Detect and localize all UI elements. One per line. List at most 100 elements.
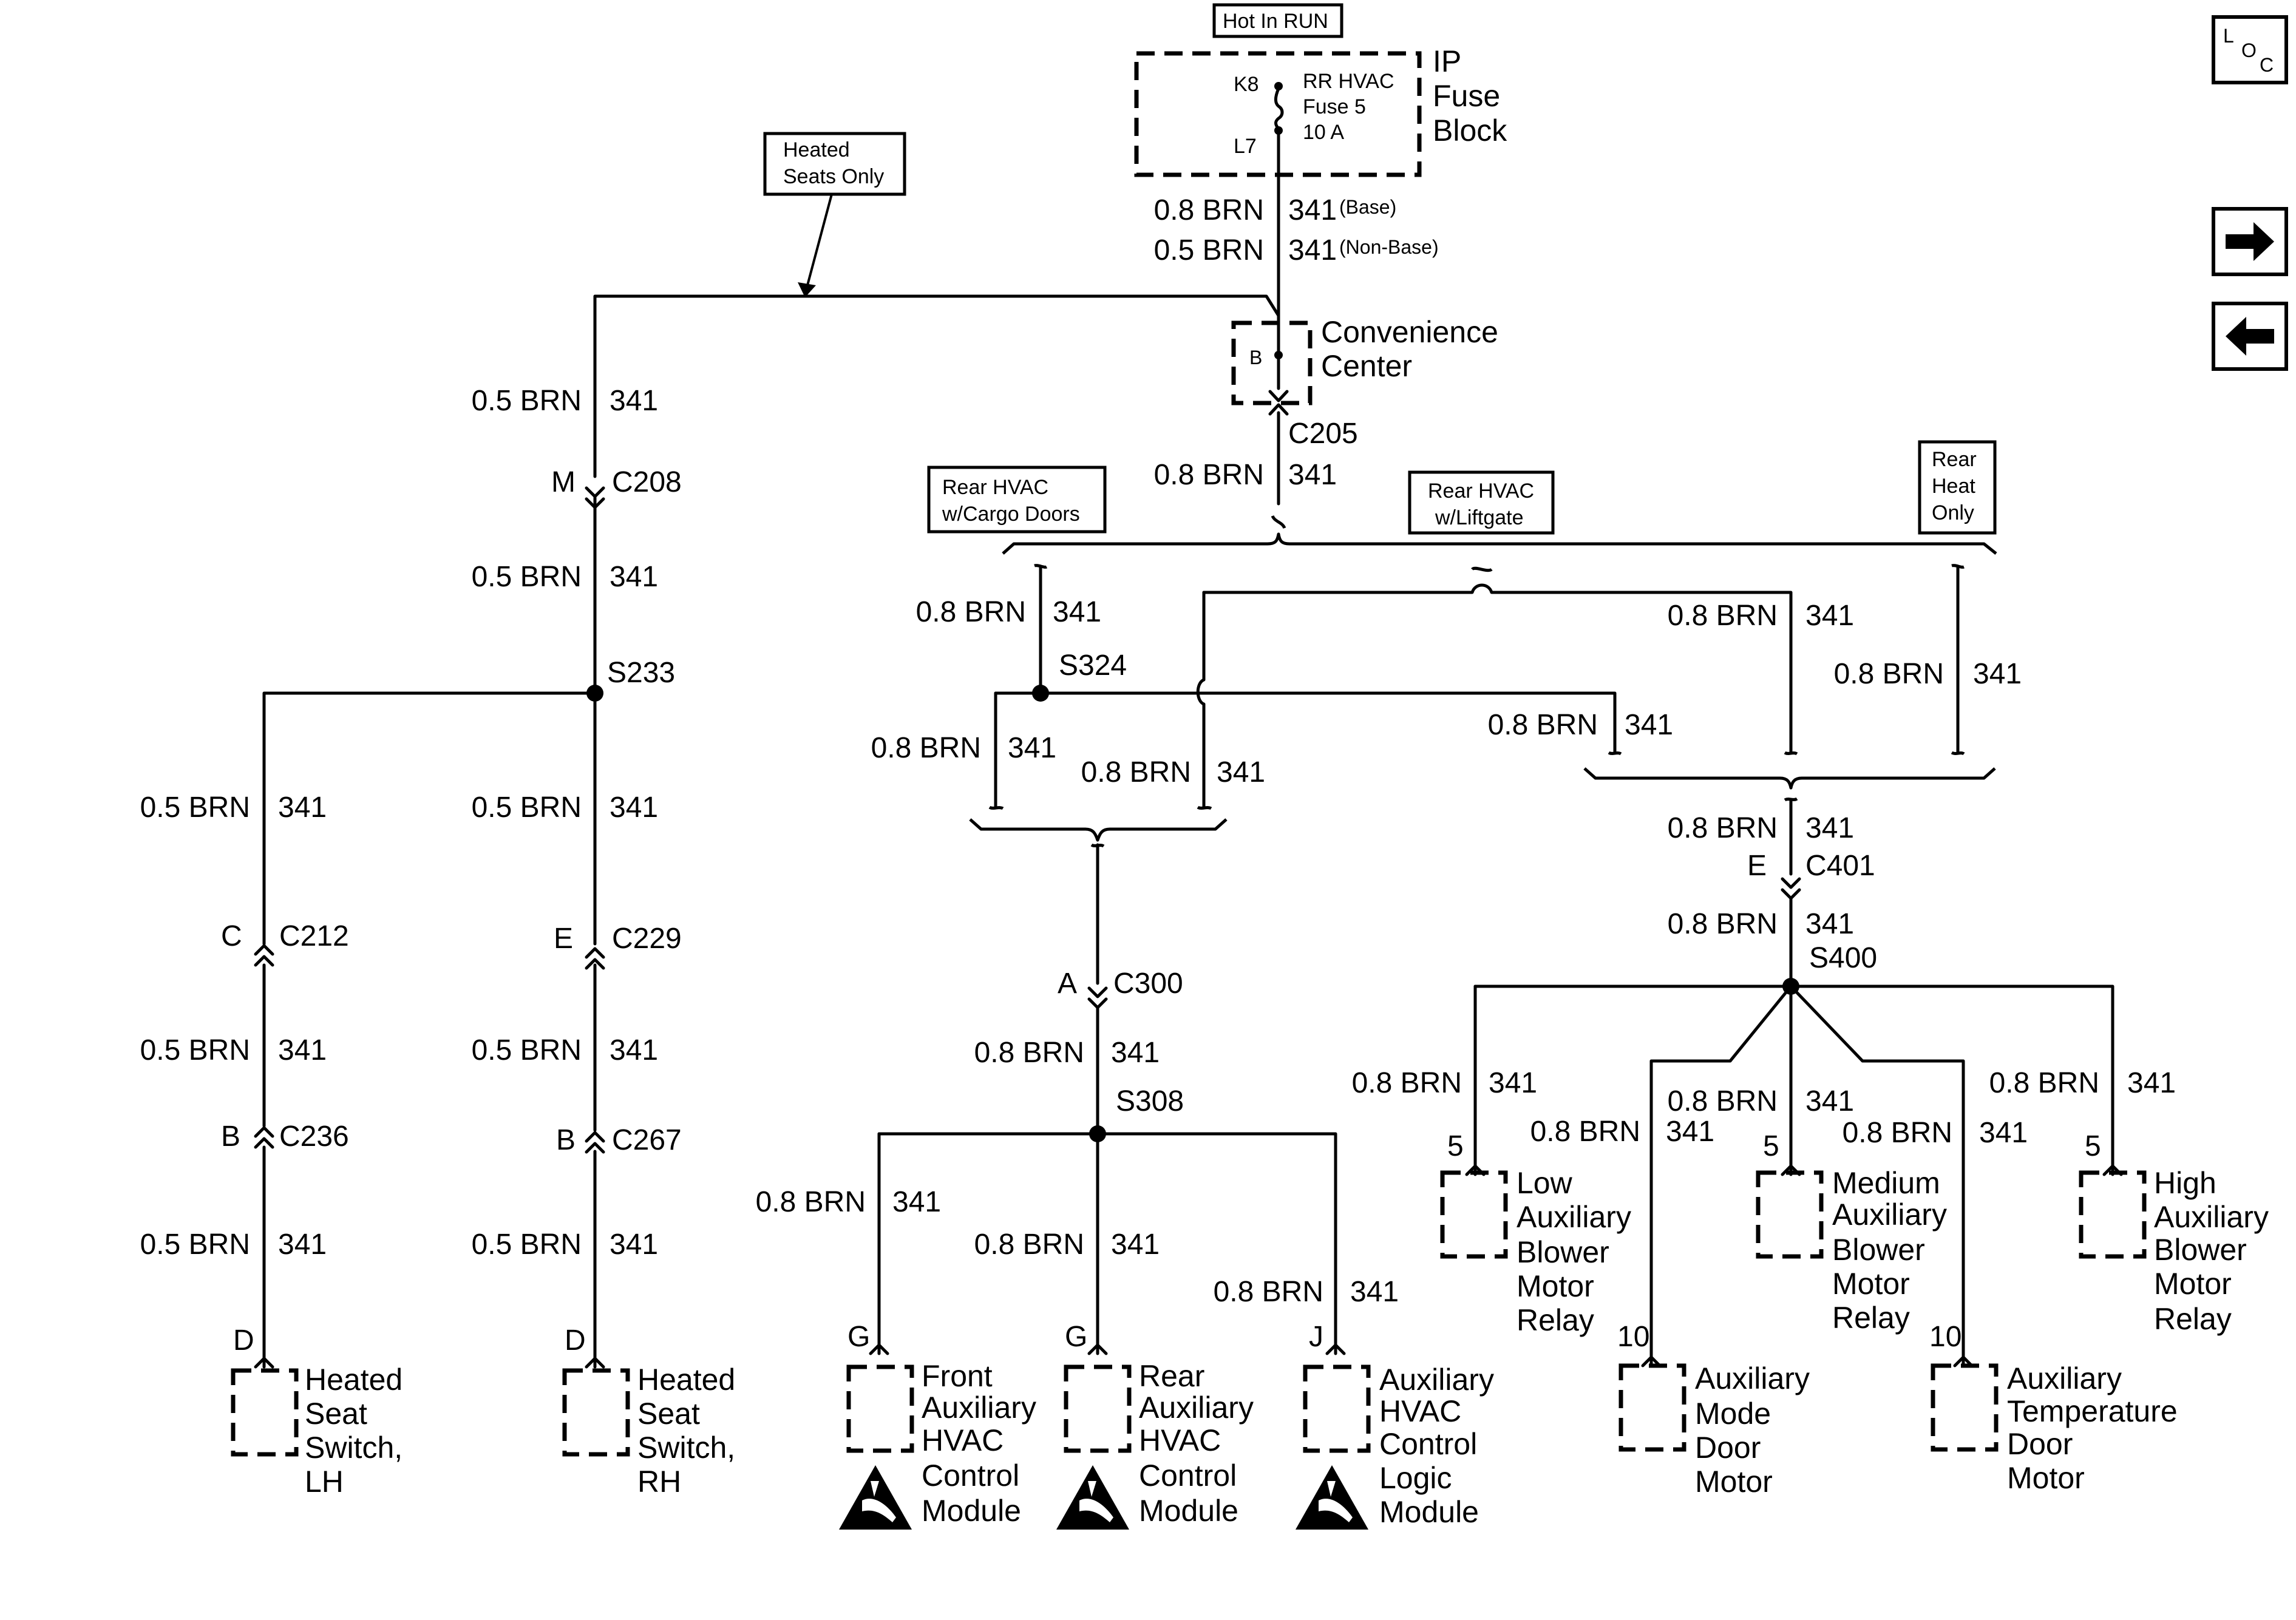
wire-label-circuit: 341 <box>610 791 658 824</box>
wire-label-gauge: 0.5 BRN <box>140 1034 250 1066</box>
temp-door-label: Auxiliary <box>2007 1361 2122 1395</box>
wire-label-circuit: 341 <box>1111 1037 1160 1069</box>
mode-door-label: Door <box>1695 1431 1761 1465</box>
heated-seats-label-2: Seats Only <box>783 165 884 188</box>
fuse-pin-l7: L7 <box>1234 135 1257 158</box>
connector-c401: C401 <box>1805 850 1875 882</box>
seat-lh-label: LH <box>305 1465 344 1499</box>
wire-label-gauge: 0.8 BRN <box>1843 1117 1952 1149</box>
loc-letter-c: C <box>2260 54 2274 76</box>
temp-door-pin: 10 <box>1929 1321 1961 1353</box>
front-aux-label: Control <box>922 1459 1019 1493</box>
wire-label-gauge: 0.8 BRN <box>1989 1067 2099 1099</box>
mode-door-label: Motor <box>1695 1465 1773 1499</box>
loc-button[interactable]: L O C <box>2212 15 2288 84</box>
rear-aux-label: Control <box>1139 1459 1237 1493</box>
connector-c300-pin: A <box>1058 968 1077 1000</box>
rear-aux-module-outline <box>1064 1364 1132 1453</box>
wire-label-circuit: 341 <box>1288 194 1337 226</box>
low-relay-label: Blower <box>1517 1235 1609 1269</box>
wire-label-base: (Base) <box>1339 196 1396 218</box>
wire-label-circuit: 341 <box>278 1229 327 1261</box>
seat-lh-label: Switch, <box>305 1431 402 1465</box>
wire-label-circuit: 341 <box>610 561 658 593</box>
wire-label-gauge: 0.8 BRN <box>1214 1276 1323 1308</box>
temp-door-label: Door <box>2007 1427 2073 1461</box>
esd-icons <box>839 1465 1368 1530</box>
fuse-terminal-l7 <box>1274 126 1283 135</box>
liftgate-label-1: Rear HVAC <box>1428 480 1534 503</box>
wire-gauge-labels: 0.8 BRN 0.5 BRN 0.8 BRN 0.5 BRN 0.5 BRN … <box>140 194 2099 1308</box>
convenience-label-1: Convenience <box>1321 315 1498 349</box>
wire-label-circuit: 341 <box>1288 234 1337 266</box>
wire-label-circuit: 341 <box>1625 709 1673 741</box>
logic-label: Logic <box>1379 1461 1452 1495</box>
front-aux-label: Auxiliary <box>922 1391 1036 1425</box>
mode-door-label: Auxiliary <box>1695 1361 1810 1395</box>
high-relay-label: Motor <box>2154 1267 2232 1301</box>
dashed-boxes <box>231 51 2147 1457</box>
convenience-center-outline <box>1231 320 1313 405</box>
wire-label-circuit: 341 <box>1805 600 1854 632</box>
wire-label-circuit: 341 <box>2127 1067 2176 1099</box>
mode-door-pin: 10 <box>1617 1321 1649 1353</box>
wire-label-circuit: 341 <box>1288 459 1337 491</box>
splice-labels: S233 S324 S308 S400 <box>607 649 1877 1117</box>
low-relay-label: Relay <box>1517 1303 1594 1337</box>
ip-fuse-block-label-2: Fuse <box>1433 79 1500 113</box>
low-relay-label: Auxiliary <box>1517 1200 1631 1234</box>
rear-aux-label: Auxiliary <box>1139 1391 1254 1425</box>
wire-label-gauge: 0.8 BRN <box>1668 908 1778 940</box>
high-relay-label: High <box>2154 1166 2216 1200</box>
fuse-number: Fuse 5 <box>1303 95 1366 118</box>
back-button[interactable] <box>2212 302 2288 371</box>
logic-label: Control <box>1379 1427 1477 1461</box>
wire-label-circuit: 341 <box>1805 908 1854 940</box>
med-relay-pin: 5 <box>1763 1130 1779 1162</box>
ip-fuse-block-label-3: Block <box>1433 114 1507 147</box>
connector-c229: C229 <box>612 923 682 955</box>
high-relay-label: Auxiliary <box>2154 1200 2269 1234</box>
brace-layer <box>969 515 1997 848</box>
wire-label-gauge: 0.8 BRN <box>756 1186 866 1218</box>
rear-heat-label-2: Heat <box>1932 475 1975 498</box>
wire-label-circuit: 341 <box>1805 1085 1854 1117</box>
logic-label: Auxiliary <box>1379 1363 1494 1397</box>
high-relay-label: Relay <box>2154 1302 2232 1336</box>
wire-label-circuit: 341 <box>278 1034 327 1066</box>
wire-label-circuit: 341 <box>1973 658 2022 690</box>
splice-s233: S233 <box>607 657 675 689</box>
high-relay-pin: 5 <box>2085 1130 2101 1162</box>
wire-label-circuit: 341 <box>1979 1117 2028 1149</box>
wire-label-circuit: 341 <box>610 385 658 417</box>
fuse-terminal-k8 <box>1274 82 1283 90</box>
wire-label-gauge: 0.8 BRN <box>1352 1067 1462 1099</box>
fuse-block-labels: K8 L7 RR HVAC Fuse 5 10 A IP Fuse Block <box>1234 44 1507 158</box>
wire-label-gauge: 0.8 BRN <box>1668 1085 1778 1117</box>
connector-labels: C205 M C208 C C212 E C229 B C236 B C267 … <box>221 418 1875 1156</box>
hot-in-run-box <box>1212 3 1343 38</box>
forward-button[interactable] <box>2212 207 2288 276</box>
ip-fuse-block-label-1: IP <box>1433 44 1461 78</box>
splice-s400-dot <box>1782 978 1799 995</box>
connector-c300: C300 <box>1113 968 1183 1000</box>
splice-s400: S400 <box>1809 942 1877 974</box>
connector-c401-pin: E <box>1747 850 1767 882</box>
front-aux-label: HVAC <box>922 1423 1004 1457</box>
connector-c205: C205 <box>1288 418 1358 450</box>
convenience-terminal-b <box>1274 351 1283 359</box>
high-relay-outline <box>2079 1170 2147 1259</box>
splice-s324-dot <box>1032 685 1049 702</box>
splice-s324: S324 <box>1059 649 1127 682</box>
box-labels: Hot In RUN Heated Seats Only Rear HVAC w… <box>783 10 1977 529</box>
left-arrow-icon <box>2226 317 2274 356</box>
heated-seats-pointer <box>798 194 833 297</box>
logic-module-outline <box>1303 1364 1371 1453</box>
high-relay-label: Blower <box>2154 1233 2247 1267</box>
logic-pin: J <box>1309 1321 1323 1353</box>
connector-c212: C212 <box>279 920 349 952</box>
seat-switch-lh-outline <box>231 1368 299 1457</box>
connector-layer <box>254 390 2123 1369</box>
seat-rh-label: Heated <box>637 1363 735 1397</box>
rear-aux-label: Rear <box>1139 1359 1204 1393</box>
